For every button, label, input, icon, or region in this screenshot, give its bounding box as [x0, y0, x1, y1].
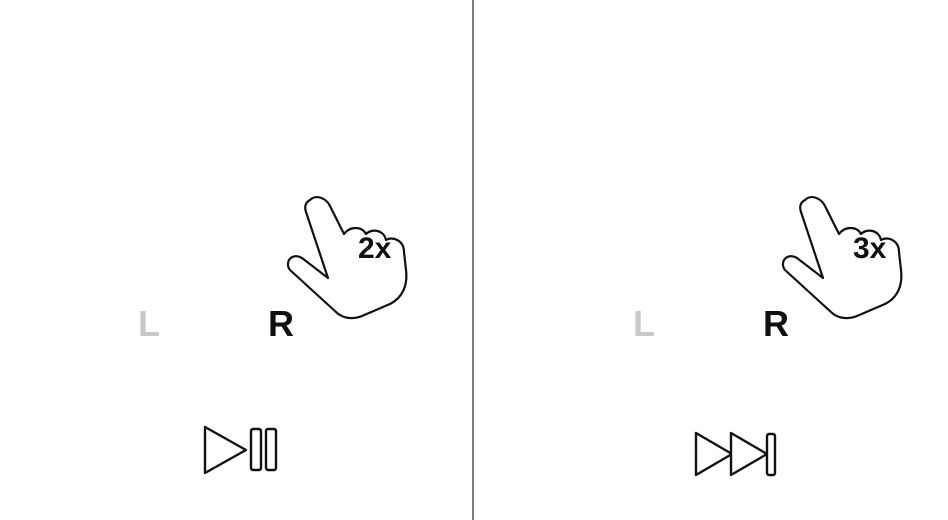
right-earbud-label: R [268, 303, 294, 344]
left-earbud-faded [557, 90, 699, 338]
tap-count-label: 3x [853, 232, 887, 265]
left-earbud-label: L [633, 303, 655, 344]
left-earbud-label: L [138, 303, 160, 344]
right-earbud-label: R [763, 303, 789, 344]
panel-play-pause: L R 2x [62, 87, 408, 475]
panel-skip-next: L R 3x [557, 87, 903, 477]
tap-count-label: 2x [358, 232, 392, 265]
left-earbud-faded [62, 90, 204, 338]
play-pause-icon [203, 425, 278, 475]
skip-next-icon [694, 431, 777, 477]
